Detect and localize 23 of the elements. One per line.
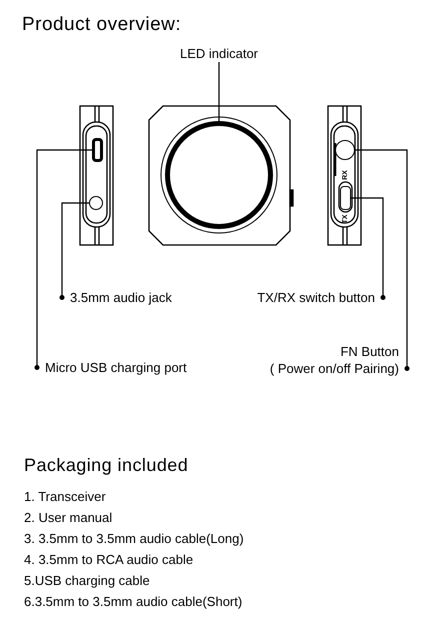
leader-line bbox=[355, 149, 410, 371]
page-title: Product overview: bbox=[22, 13, 182, 37]
leader-line bbox=[218, 62, 220, 121]
section-heading: Packaging included bbox=[24, 454, 188, 476]
switch-slider bbox=[340, 186, 351, 210]
list-item: 4. 3.5mm to RCA audio cable bbox=[24, 551, 194, 569]
callout-label: TX/RX switch button bbox=[240, 289, 383, 306]
callout-label: Micro USB charging port bbox=[37, 359, 209, 376]
list-item: 5.USB charging cable bbox=[24, 572, 151, 590]
leader-line bbox=[351, 197, 386, 300]
leader-line bbox=[60, 202, 89, 300]
list-item: 2. User manual bbox=[24, 509, 114, 527]
led-indicator-label: LED indicator bbox=[160, 45, 278, 62]
callout-label: FN Button ( Power on/off Pairing) bbox=[240, 343, 407, 377]
audio-jack bbox=[89, 196, 103, 210]
usb-port bbox=[92, 138, 103, 162]
list-item: 3. 3.5mm to 3.5mm audio cable(Long) bbox=[24, 530, 244, 548]
leader-line bbox=[34, 149, 92, 370]
list-item: 1. Transceiver bbox=[24, 488, 107, 506]
led-ring bbox=[165, 121, 273, 229]
callout-label: 3.5mm audio jack bbox=[62, 289, 194, 306]
list-item: 6.3.5mm to 3.5mm audio cable(Short) bbox=[24, 593, 244, 611]
fn-button bbox=[335, 140, 355, 160]
